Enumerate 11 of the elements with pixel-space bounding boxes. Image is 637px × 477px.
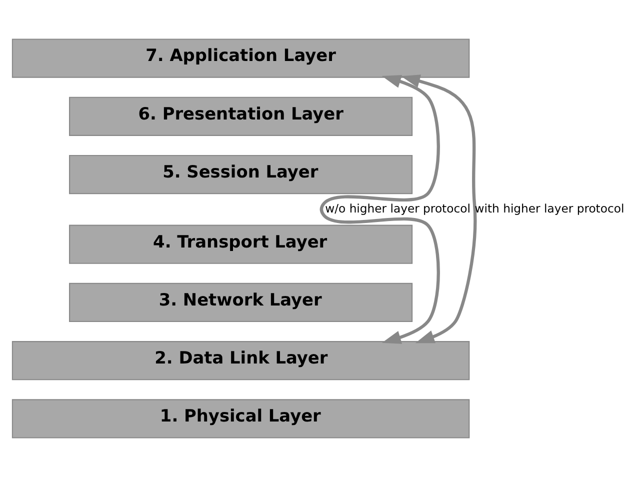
node-box: 2. Data Link Layer [12, 341, 470, 380]
edge-label: w/o higher layer protocol [325, 201, 470, 216]
node-box: 5. Session Layer [69, 154, 413, 194]
arrow [320, 75, 440, 344]
node-box: 7. Application Layer [12, 38, 470, 78]
edge-label: with higher layer protocol [474, 201, 624, 216]
node-box: 3. Network Layer [69, 282, 413, 322]
arrow [400, 74, 477, 344]
node-box: 6. Presentation Layer [69, 96, 413, 136]
node-box: 4. Transport Layer [69, 224, 413, 264]
node-box: 1. Physical Layer [12, 399, 470, 438]
